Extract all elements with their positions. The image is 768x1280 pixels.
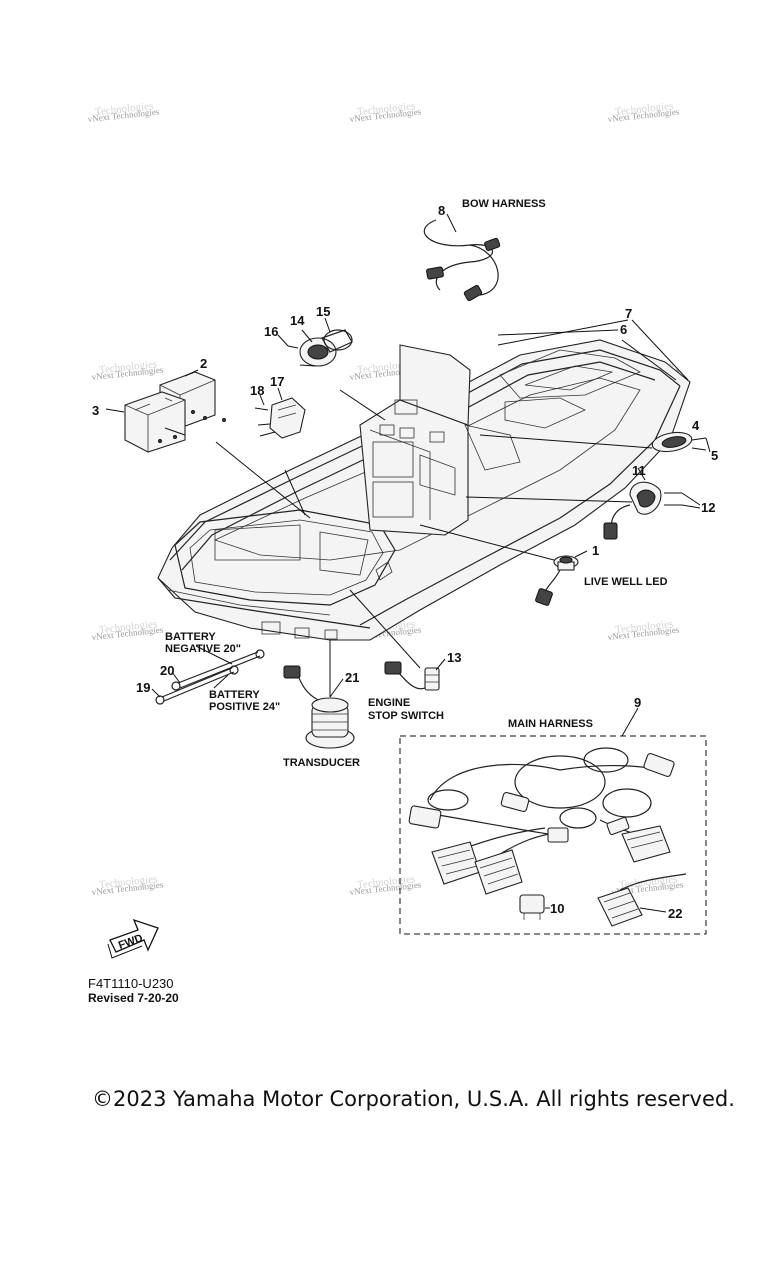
live-well-led — [535, 555, 579, 606]
caption-engine: ENGINE — [368, 697, 410, 709]
caption-battery-positive: BATTERY — [209, 689, 260, 701]
switch-panel-parts — [254, 329, 353, 439]
callout-19: 19 — [136, 680, 150, 695]
callout-9: 9 — [634, 695, 641, 710]
callout-14: 14 — [290, 313, 305, 328]
watermark: Technologies vNext Technologies — [349, 873, 422, 897]
engine-stop-switch — [384, 661, 440, 691]
caption-battery-negative: BATTERY — [165, 631, 216, 643]
callout-8: 8 — [438, 203, 445, 218]
callout-12: 12 — [701, 500, 715, 515]
diagram-code: F4T1110-U230 — [88, 976, 174, 991]
callout-17: 17 — [270, 374, 284, 389]
callout-11: 11 — [632, 463, 646, 478]
watermark: Technologies vNext Technologies — [607, 100, 680, 124]
callout-21: 21 — [345, 670, 359, 685]
watermark: Technologies vNext Technologies — [91, 618, 164, 642]
callout-2: 2 — [200, 356, 207, 371]
leader-lines — [105, 213, 711, 913]
callout-20: 20 — [160, 663, 174, 678]
callout-3: 3 — [92, 403, 99, 418]
caption-stop-switch: STOP SWITCH — [368, 710, 444, 722]
caption-battery-positive-size: POSITIVE 24" — [209, 701, 280, 713]
callout-13: 13 — [447, 650, 461, 665]
callout-1: 1 — [592, 543, 599, 558]
speaker-and-light — [603, 431, 707, 540]
caption-live-well-led: LIVE WELL LED — [584, 576, 668, 588]
caption-battery-negative-size: NEGATIVE 20" — [165, 643, 241, 655]
fwd-label: FWD — [117, 932, 145, 952]
fwd-arrow-icon: FWD — [107, 918, 159, 959]
callout-5: 5 — [711, 448, 718, 463]
callout-15: 15 — [316, 304, 330, 319]
watermark: Technologies vNext Technologies — [91, 873, 164, 897]
battery-cables — [155, 649, 265, 705]
copyright-notice: ©2023 Yamaha Motor Corporation, U.S.A. A… — [92, 1087, 735, 1111]
callout-4: 4 — [692, 418, 700, 433]
bow-harness — [423, 219, 501, 302]
captions: BOW HARNESS LIVE WELL LED BATTERY NEGATI… — [165, 198, 668, 769]
transducer — [283, 665, 355, 749]
center-console — [359, 344, 521, 536]
callout-6: 6 — [620, 322, 627, 337]
caption-bow-harness: BOW HARNESS — [462, 198, 546, 210]
revision-date: Revised 7-20-20 — [88, 991, 179, 1005]
callout-10: 10 — [550, 901, 564, 916]
battery-boxes — [124, 371, 226, 453]
callout-7: 7 — [625, 306, 632, 321]
caption-main-harness: MAIN HARNESS — [508, 718, 593, 730]
watermark: Technologies vNext Technologies — [87, 100, 160, 124]
main-harness-group — [399, 735, 707, 935]
diagram-code-block: F4T1110-U230 Revised 7-20-20 — [88, 976, 179, 1006]
callout-18: 18 — [250, 383, 264, 398]
caption-transducer: TRANSDUCER — [283, 757, 360, 769]
watermark: Technologies vNext Technologies — [607, 618, 680, 642]
callout-22: 22 — [668, 906, 682, 921]
watermark: Technologies vNext Technologies — [349, 100, 422, 124]
callout-16: 16 — [264, 324, 278, 339]
watermark: Technologies vNext Technologies — [91, 358, 164, 382]
callout-numbers: 1 2 3 4 5 6 7 8 9 10 11 12 13 14 15 16 1… — [92, 203, 718, 921]
